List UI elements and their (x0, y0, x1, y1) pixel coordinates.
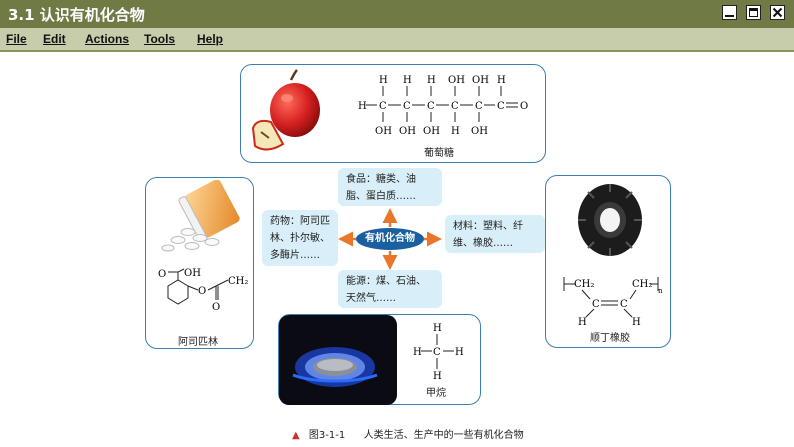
center-node: 有机化合物 (356, 228, 424, 250)
triangle-icon: ▲ (292, 430, 300, 441)
svg-text:H: H (451, 126, 460, 137)
energy-bubble: 能源：煤、石油、天然气…… (338, 270, 442, 308)
svg-text:OH: OH (448, 75, 465, 86)
minimize-icon (725, 15, 734, 17)
svg-text:C: C (592, 299, 600, 310)
svg-text:H: H (427, 75, 436, 86)
svg-text:OH: OH (399, 126, 416, 137)
methane-formula: H H C H H (413, 323, 464, 382)
svg-text:O: O (198, 286, 206, 297)
svg-text:C: C (403, 101, 411, 112)
svg-text:H: H (578, 317, 587, 327)
methane-label: 甲烷 (426, 388, 446, 399)
svg-text:O: O (158, 269, 166, 280)
figure-caption: ▲ 图3-1-1 人类生活、生产中的一些有机化合物 (292, 426, 524, 441)
apple-image (251, 69, 320, 151)
close-button[interactable] (770, 5, 785, 20)
menu-edit[interactable]: Edit (43, 32, 66, 46)
menu-bar: File Edit Actions Tools Help (0, 28, 794, 52)
svg-text:OH: OH (184, 268, 201, 279)
svg-text:H: H (433, 323, 442, 334)
svg-text:C: C (379, 101, 387, 112)
svg-text:H: H (413, 347, 422, 358)
svg-text:H: H (433, 371, 442, 382)
svg-text:O: O (520, 101, 528, 112)
rubber-label: 顺丁橡胶 (590, 333, 630, 344)
glucose-panel: H H H OH OH H H C C C C C C O (240, 64, 546, 163)
close-icon (772, 7, 783, 18)
svg-text:H: H (455, 347, 464, 358)
svg-text:OH: OH (471, 126, 488, 137)
food-bubble: 食品：糖类、油脂、蛋白质…… (338, 168, 442, 206)
svg-text:O: O (212, 302, 220, 313)
menu-tools[interactable]: Tools (144, 32, 176, 46)
svg-text:H: H (497, 75, 506, 86)
svg-text:C: C (433, 347, 441, 358)
svg-text:C: C (427, 101, 435, 112)
figure-number: 图3-1-1 (308, 430, 346, 441)
menu-file[interactable]: File (6, 32, 27, 46)
title-bar: 3.1 认识有机化合物 (0, 0, 794, 28)
slide-content: H H H OH OH H H C C C C C C O (0, 52, 794, 447)
maximize-icon (749, 8, 758, 17)
figure-caption-text: 人类生活、生产中的一些有机化合物 (363, 430, 524, 441)
material-bubble: 材料：塑料、纤维、橡胶…… (445, 215, 545, 253)
menu-help[interactable]: Help (197, 32, 224, 46)
glucose-formula: H H H OH OH H H C C C C C C O (358, 75, 528, 137)
minimize-button[interactable] (722, 5, 737, 20)
svg-text:CH₂: CH₂ (632, 279, 652, 290)
svg-text:H: H (379, 75, 388, 86)
svg-text:CH₂: CH₂ (228, 276, 248, 287)
svg-text:C: C (451, 101, 459, 112)
svg-text:n: n (658, 287, 663, 295)
gas-flame-image (279, 315, 397, 405)
svg-text:OH: OH (375, 126, 392, 137)
glucose-label: 葡萄糖 (424, 148, 454, 159)
drug-bubble: 药物：阿司匹林、扑尔敏、多酶片…… (262, 210, 338, 266)
pill-bottle-image (161, 180, 240, 252)
svg-text:C: C (475, 101, 483, 112)
tire-image (578, 184, 642, 256)
window-title: 3.1 认识有机化合物 (8, 6, 145, 24)
svg-text:H: H (632, 317, 641, 327)
menu-actions[interactable]: Actions (85, 32, 130, 46)
svg-text:C: C (497, 101, 505, 112)
svg-text:CH₂: CH₂ (574, 279, 594, 290)
aspirin-panel: O OH O O CH₂ 阿司匹林 (145, 177, 254, 349)
maximize-button[interactable] (746, 5, 761, 20)
svg-text:C: C (620, 299, 628, 310)
methane-panel: H H C H H 甲烷 (278, 314, 481, 405)
svg-text:OH: OH (423, 126, 440, 137)
svg-text:OH: OH (472, 75, 489, 86)
svg-text:H: H (358, 101, 367, 112)
svg-text:H: H (403, 75, 412, 86)
aspirin-formula: O OH O O CH₂ (158, 268, 248, 313)
rubber-panel: CH₂ CH₂ n C C H H 顺丁橡胶 (545, 175, 671, 348)
rubber-formula: CH₂ CH₂ n C C H H (563, 277, 663, 327)
aspirin-label: 阿司匹林 (178, 337, 218, 348)
